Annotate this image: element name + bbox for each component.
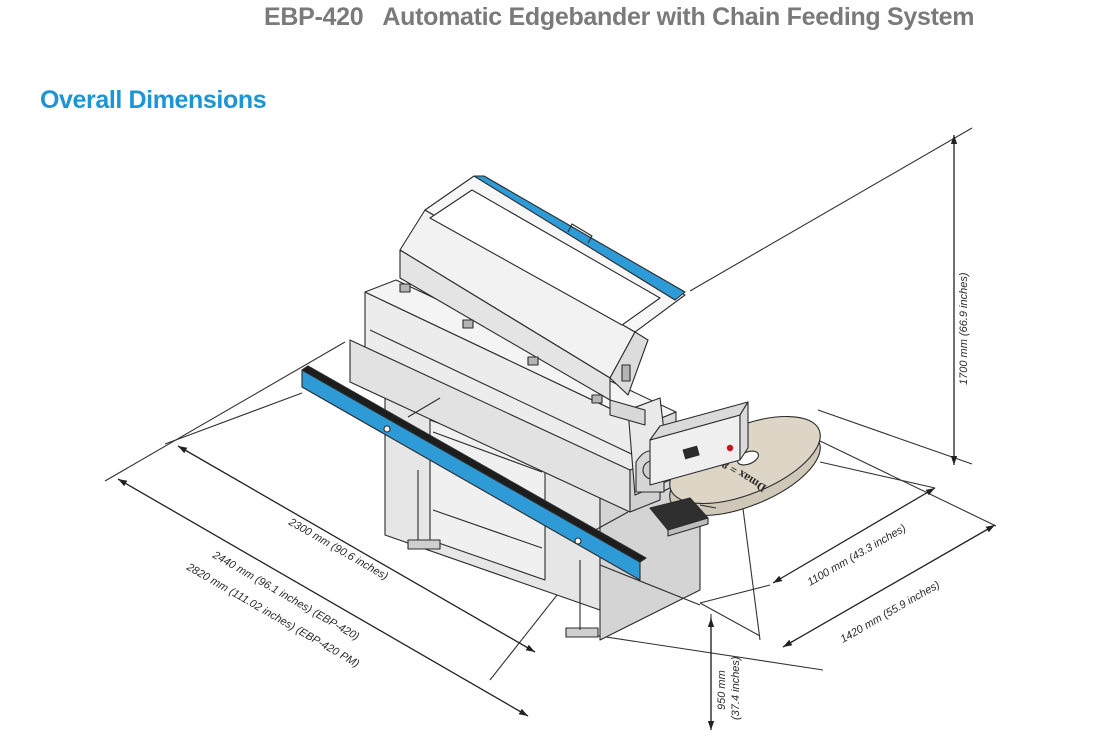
section-title: Overall Dimensions [40,86,267,114]
outfeed-table [649,497,717,537]
control-panel [649,401,749,486]
edgebander-machine: Dmax = 800 [301,175,821,641]
support-beam [301,365,647,581]
table-height-mm-label: 950 mm [716,670,728,710]
depth-1420-label: 1420 mm (55.9 inches) [839,579,943,646]
machine-hood [399,175,686,404]
power-indicator-icon [726,444,734,452]
table-height-in-label: (37.4 inches) [730,656,742,720]
height-dimension-label: 1700 mm (66.9 inches) [958,272,970,385]
dimension-arrows [117,135,996,730]
length-2300-label: 2300 mm (90.6 inches) [286,516,391,583]
length-2820-label: 2820 mm (111.02 inches) (EBP-420 PM) [184,561,362,671]
page-title: EBP-420 Automatic Edgebander with Chain … [264,3,975,31]
